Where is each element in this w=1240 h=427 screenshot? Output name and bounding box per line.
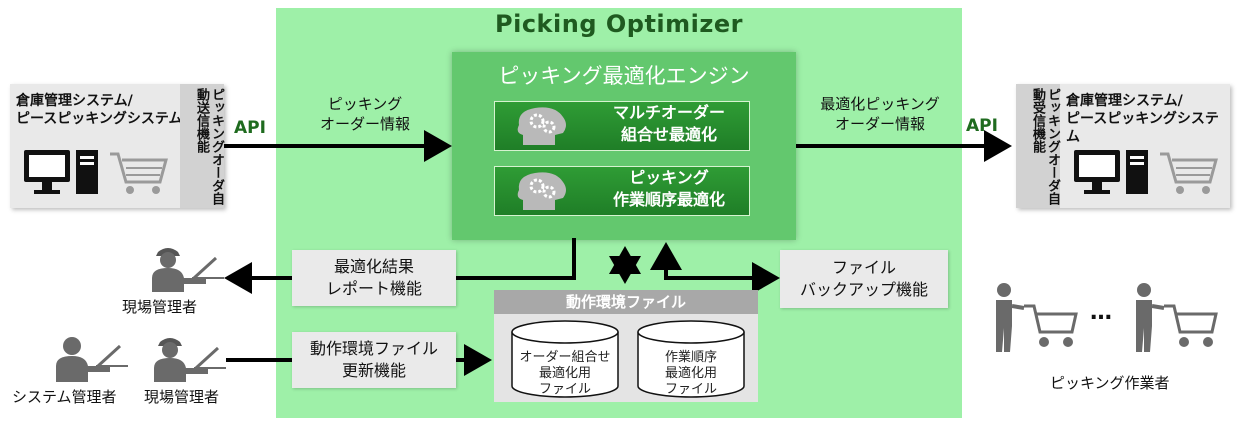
box2-line1: ピッキング [629,168,709,187]
site-manager-icon [152,248,224,292]
report-function-box: 最適化結果 レポート機能 [292,250,456,306]
report-line1: 最適化結果 [333,257,414,276]
picking-worker-icon [996,283,1078,352]
picking-workers-caption: ピッキング作業者 [1050,374,1170,392]
env-file-header: 動作環境ファイル [494,290,758,314]
file2-label: 作業順序 最適化用 ファイル [636,350,746,398]
workers-ellipsis: … [1090,300,1112,325]
box1-line1: マルチオーダー [612,103,725,122]
picking-sequence-box: ピッキング 作業順序最適化 [494,166,750,216]
file2-line3: ファイル [664,382,717,397]
input-label-line1: ピッキング [327,95,403,113]
right-warehouse-system: ピッキングオーダ自動受信機能 倉庫管理システム/ ピースピッキングシステム [1016,84,1230,208]
brain-gear-icon [517,107,566,145]
file1-line2: 最適化用 [538,366,591,381]
api-right-label: API [966,116,998,136]
left-system-title-line2: ピースピッキングシステム [16,111,183,127]
file1-line3: ファイル [538,382,591,397]
site-manager-bottom-caption: 現場管理者 [144,388,220,406]
database-cylinder-icon [637,320,745,398]
engine-title: ピッキング最適化エンジン [498,64,750,88]
right-system-title-line2: ピースピッキングシステム [1066,111,1219,145]
file2-line2: 最適化用 [664,366,717,381]
update-function-box: 動作環境ファイル 更新機能 [292,332,456,388]
left-auto-send-label: ピッキングオーダ自動送信機能 [180,84,224,208]
update-line1: 動作環境ファイル [309,339,438,358]
system-manager-icon [56,337,128,382]
site-manager-top-caption: 現場管理者 [122,298,198,316]
box1-line2: 組合せ最適化 [620,125,717,144]
site-manager-icon [154,338,226,382]
computer-cart-icon [1074,150,1218,194]
update-line2: 更新機能 [341,361,406,380]
diagram-title: Picking Optimizer [495,10,743,38]
computer-cart-icon [24,150,168,194]
system-manager-caption: システム管理者 [12,388,117,406]
right-system-title-line1: 倉庫管理システム/ [1066,93,1183,109]
input-label-line2: オーダー情報 [319,115,410,133]
file1-line1: オーダー組合せ [519,350,611,365]
left-warehouse-system: 倉庫管理システム/ ピースピッキングシステム ピッキングオーダ自動送信機能 [10,84,224,208]
backup-line2: バックアップ機能 [799,280,928,299]
file2-line1: 作業順序 [664,350,717,365]
database-cylinder-icon [511,320,619,398]
multi-order-combination-box: マルチオーダー 組合せ最適化 [494,101,750,151]
brain-gear-icon [517,172,566,210]
report-line2: レポート機能 [325,279,422,298]
left-system-title-line1: 倉庫管理システム/ [16,93,133,109]
api-left-label: API [234,118,266,138]
right-auto-receive-label: ピッキングオーダ自動受信機能 [1016,84,1060,208]
output-label-line1: 最適化ピッキング [820,95,940,113]
picking-worker-icon [1136,283,1218,352]
backup-line1: ファイル [831,258,896,277]
box2-line2: 作業順序最適化 [612,190,725,209]
output-label-line2: オーダー情報 [834,115,925,133]
input-order-label: ピッキング オーダー情報 [290,94,440,134]
file1-label: オーダー組合せ 最適化用 ファイル [510,350,620,398]
backup-function-box: ファイル バックアップ機能 [780,250,948,308]
output-order-label: 最適化ピッキング オーダー情報 [800,94,960,134]
